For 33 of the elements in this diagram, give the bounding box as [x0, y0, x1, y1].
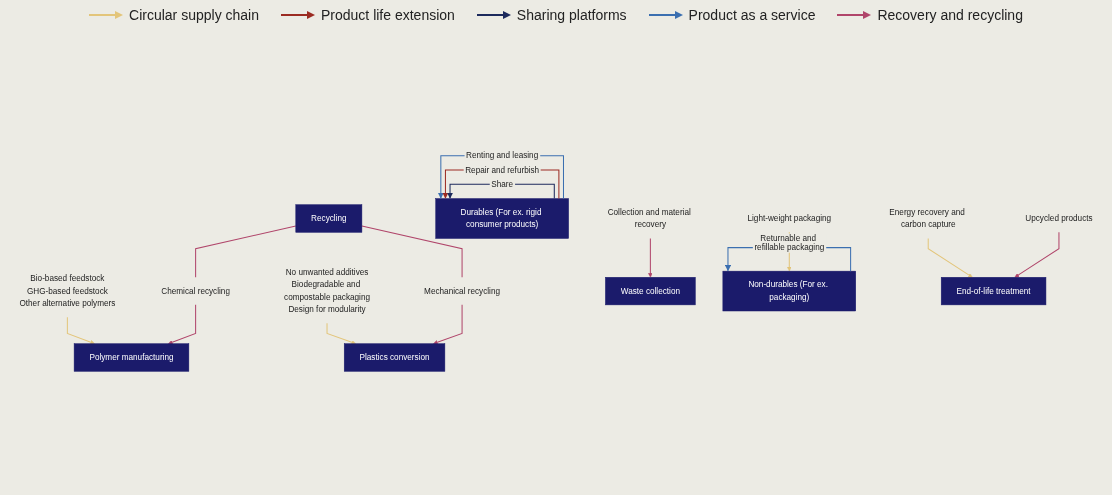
arrow: [168, 304, 197, 345]
node-box: Recycling: [295, 204, 363, 233]
node-text: Chemical recycling: [161, 286, 230, 296]
legend-label: Product life extension: [321, 7, 455, 23]
node-text: Collection and material recovery: [607, 207, 691, 229]
node-box: Plastics conversion: [343, 343, 446, 372]
arrow: [648, 237, 653, 278]
arrow: [433, 304, 463, 345]
node-text: Energy recovery and carbon capture: [889, 207, 965, 229]
node-text: No unwanted additives Biodegradable and compostable packaging Design for modularity: [284, 268, 370, 314]
node-text: Mechanical recycling: [424, 286, 501, 296]
arrow: [66, 316, 95, 345]
edge-label: Repair and refurbish: [465, 165, 540, 175]
node-box: Polymer manufacturing: [73, 343, 190, 372]
legend-label: Circular supply chain: [129, 7, 259, 23]
legend-label: Recovery and recycling: [877, 7, 1023, 23]
arrow: [1014, 231, 1060, 278]
edge-label: Renting and leasing: [466, 151, 539, 161]
node-box: End-of-life treatment: [940, 277, 1047, 306]
edge-label: Share: [491, 179, 514, 189]
node-box: Waste collection: [605, 277, 696, 306]
node-box: Non-durables (For ex. packaging): [722, 270, 856, 312]
node-text: Upcycled products: [1025, 213, 1093, 223]
node-text: Bio-based feedstock GHG-based feedstock Other alternative polymers: [19, 274, 116, 308]
arrow: [927, 237, 973, 278]
legend-label: Product as a service: [688, 7, 816, 23]
connector: [361, 225, 463, 278]
node-text: Light-weight packaging: [747, 213, 832, 223]
connector: [195, 225, 297, 278]
legend-label: Sharing platforms: [516, 7, 627, 23]
arrow: [326, 322, 356, 345]
edge-label: Returnable and refillable packaging: [754, 234, 825, 253]
node-box: Durables (For ex. rigid consumer products): [435, 198, 569, 239]
